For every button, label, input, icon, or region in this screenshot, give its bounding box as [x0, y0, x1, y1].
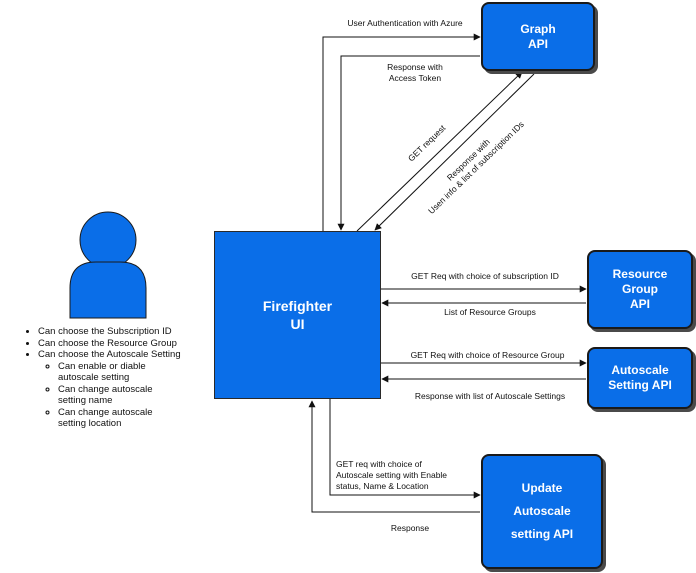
resource-group-line-2: Group: [622, 282, 658, 296]
edge-update-resp: [308, 400, 480, 513]
label-get-as: GET Req with choice of Resource Group: [410, 350, 565, 360]
label-update-req-line-1: GET req with choice of: [336, 459, 422, 469]
autoscale-line-1: Autoscale: [611, 363, 669, 377]
firefighter-ui-subtitle: UI: [290, 316, 305, 332]
feature-list: Can choose the Subscription ID Can choos…: [24, 326, 228, 430]
label-update-req-line-2: Autoscale setting with Enable: [336, 470, 448, 480]
autoscale-line-2: Setting API: [608, 378, 672, 392]
user-icon: [69, 211, 147, 319]
graph-api-line-1: Graph: [520, 21, 556, 36]
label-update-req-line-3: status, Name & Location: [336, 481, 429, 491]
edge-get-request: [356, 71, 523, 232]
update-line-3: setting API: [510, 527, 574, 541]
label-list-as: Response with list of Autoscale Settings: [414, 391, 566, 401]
feature-subitem-line: setting location: [58, 418, 122, 429]
label-list-rg: List of Resource Groups: [444, 307, 536, 317]
update-autoscale-api-box: Update Autoscale setting API: [481, 454, 603, 569]
feature-subitem-line: Can enable or diable: [58, 360, 146, 372]
edge-user-info: [374, 73, 535, 231]
feature-item-autoscale: Can choose the Autoscale Setting Can ena…: [38, 349, 228, 430]
edge-token: [337, 55, 480, 231]
label-token-line-1: Response with: [387, 62, 443, 72]
graph-api-box: Graph API: [481, 2, 595, 71]
label-update-req: GET req with choice of Autoscale setting…: [336, 459, 486, 492]
update-line-1: Update: [521, 481, 563, 495]
feature-subitem: Can change autoscale setting location: [58, 407, 228, 430]
label-update-resp: Response: [390, 523, 430, 533]
autoscale-setting-api-box: Autoscale Setting API: [587, 347, 693, 409]
label-token: Response with Access Token: [360, 62, 470, 84]
edge-update-req: [329, 399, 481, 499]
edge-auth: [322, 33, 481, 231]
resource-group-api-box: Resource Group API: [587, 250, 693, 329]
label-token-line-2: Access Token: [388, 73, 442, 83]
feature-item-label: Can choose the Autoscale Setting: [38, 349, 181, 360]
feature-item: Can choose the Resource Group: [38, 338, 228, 350]
feature-subitem: Can enable or diable autoscale setting: [58, 361, 228, 384]
feature-item: Can choose the Subscription ID: [38, 326, 228, 338]
firefighter-ui-title: Firefighter: [262, 298, 333, 314]
feature-subitem-line: Can change autoscale: [58, 406, 153, 418]
label-auth: User Authentication with Azure: [347, 18, 463, 28]
feature-subitem-line: autoscale setting: [58, 372, 130, 383]
resource-group-line-3: API: [629, 297, 650, 311]
feature-subitem-line: Can change autoscale: [58, 383, 153, 395]
graph-api-line-2: API: [527, 36, 548, 51]
update-line-2: Autoscale: [513, 504, 571, 518]
label-get-rg: GET Req with choice of subscription ID: [411, 271, 559, 281]
resource-group-line-1: Resource: [612, 267, 668, 281]
feature-subitem: Can change autoscale setting name: [58, 384, 228, 407]
firefighter-ui-box: Firefighter UI: [214, 231, 381, 399]
feature-sublist: Can enable or diable autoscale setting C…: [38, 361, 228, 430]
feature-subitem-line: setting name: [58, 395, 113, 406]
